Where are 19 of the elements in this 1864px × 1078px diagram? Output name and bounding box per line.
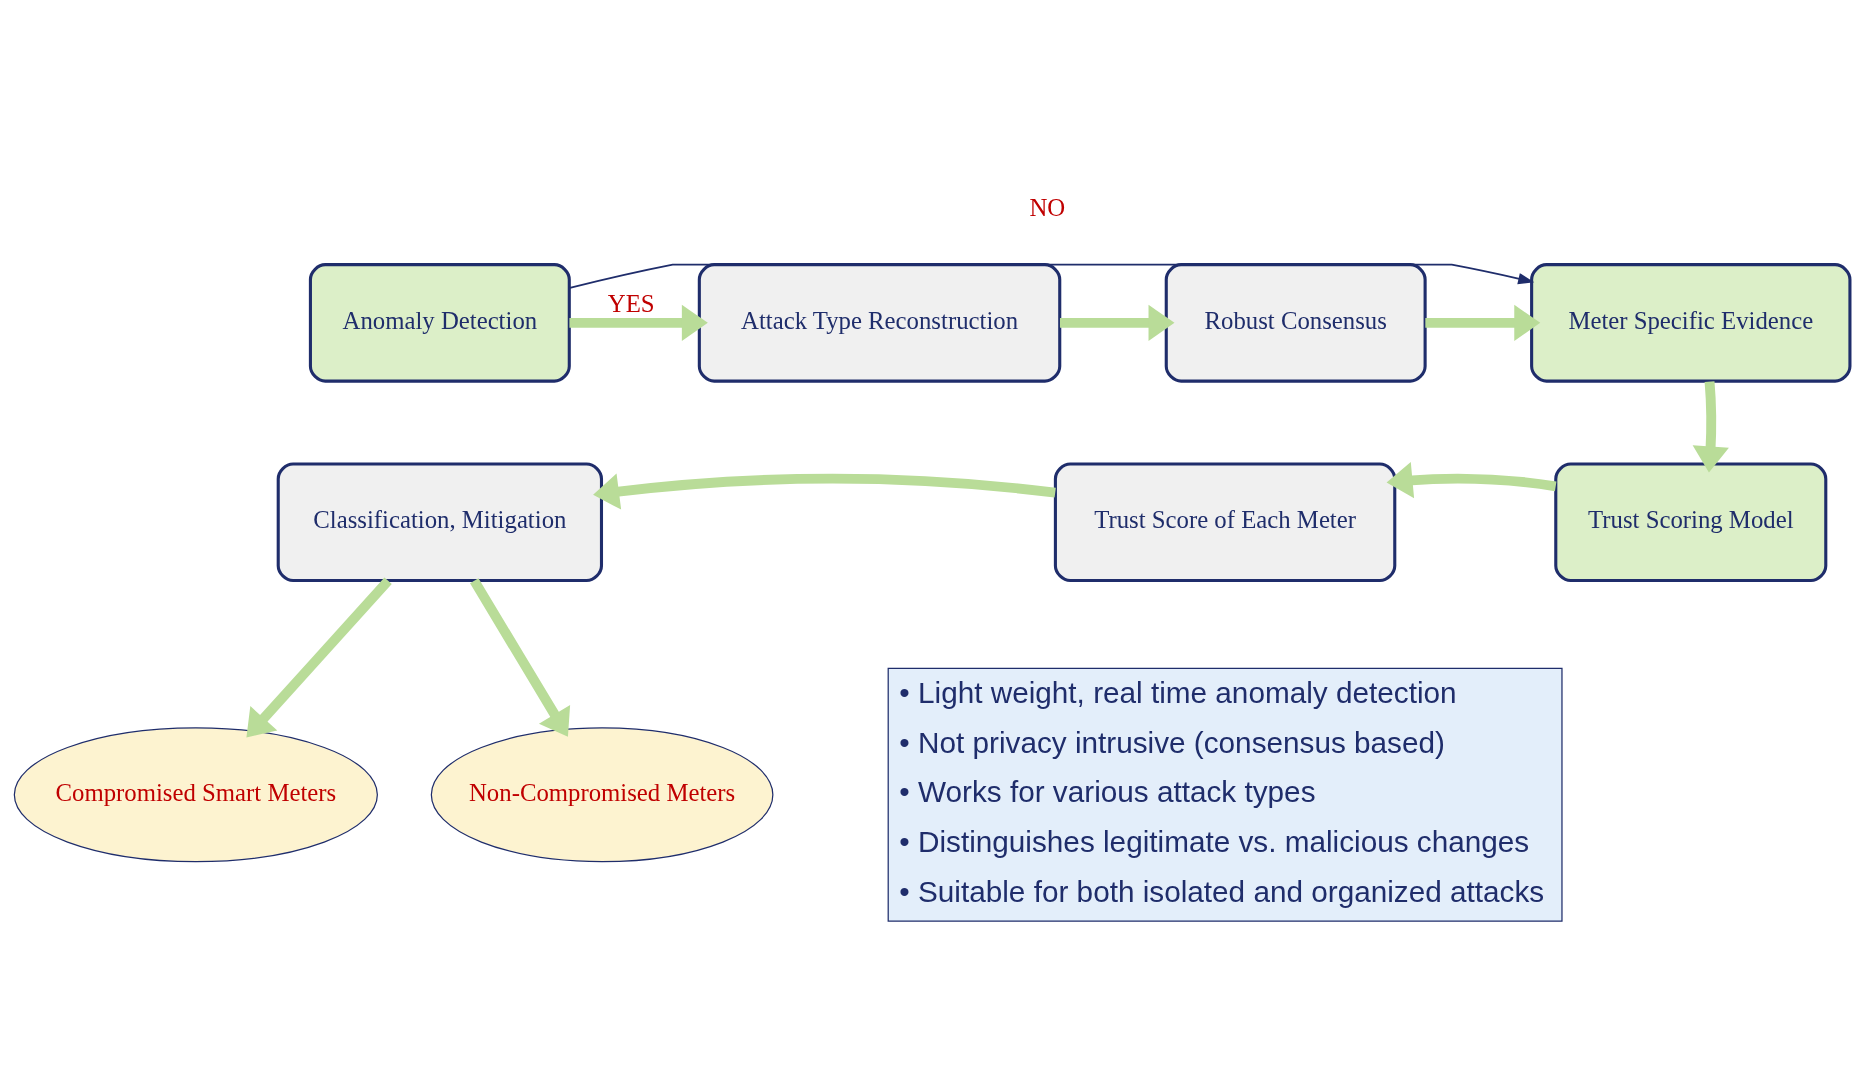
arrow: [1692, 381, 1729, 473]
node-box: Robust Consensus: [1164, 263, 1427, 383]
arrow: [1059, 304, 1175, 342]
node-ellipse: Non-Compromised Meters: [430, 727, 774, 863]
arrow: [470, 578, 571, 737]
node-box: Meter Specific Evidence: [1530, 263, 1852, 383]
arrow: [593, 473, 1056, 510]
arrow: [1386, 462, 1557, 499]
arrow: [1425, 304, 1541, 342]
edge-label: YES: [607, 289, 655, 317]
edge-label: NO: [1029, 194, 1066, 222]
node-box: Trust Score of Each Meter: [1053, 462, 1397, 583]
node-box: Attack Type Reconstruction: [697, 263, 1062, 383]
arrow: [569, 304, 708, 342]
arrow: [246, 577, 392, 738]
node-ellipse: Compromised Smart Meters: [13, 727, 378, 863]
node-box: Anomaly Detection: [308, 263, 571, 383]
node-box: Classification, Mitigation: [276, 462, 604, 583]
node-box: Trust Scoring Model: [1554, 462, 1828, 583]
